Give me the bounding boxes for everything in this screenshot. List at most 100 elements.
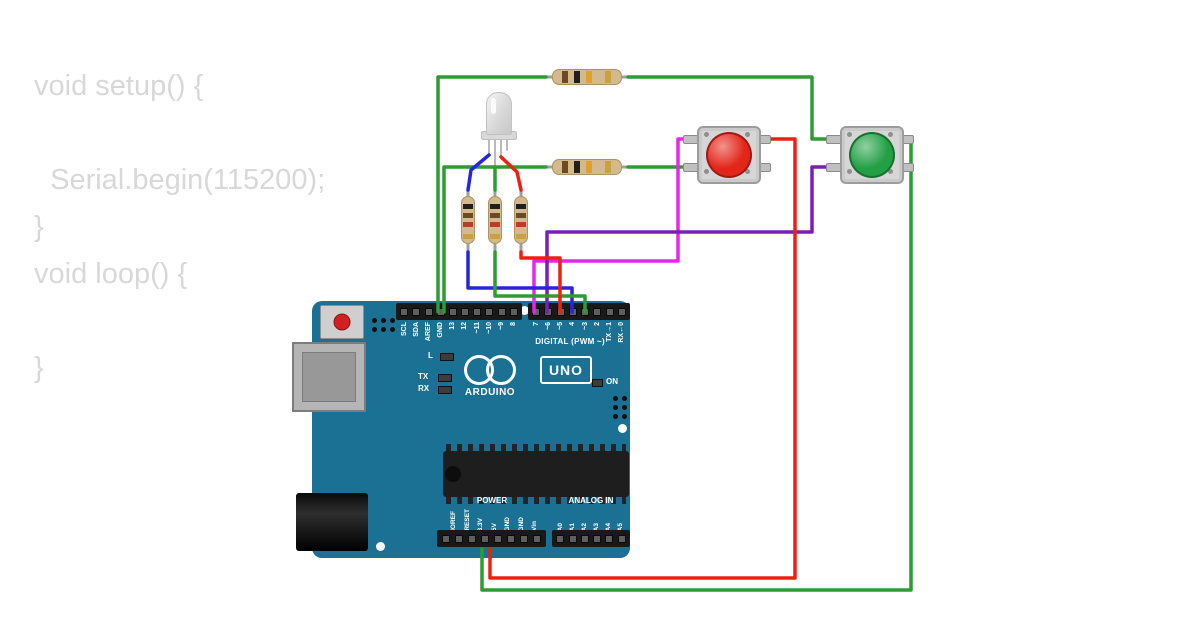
led-l-label: L [428, 351, 433, 360]
mounting-hole [618, 424, 627, 433]
led-on-label: ON [606, 377, 618, 386]
green-button-cap[interactable] [849, 132, 895, 178]
pin-hole [468, 534, 476, 543]
pushbutton-red[interactable] [683, 125, 771, 184]
resistor-band [490, 213, 500, 218]
pin-label: 7 [533, 322, 541, 326]
mounting-hole [376, 542, 385, 551]
pin-hole [593, 307, 602, 316]
resistor-vertical-blue[interactable] [461, 196, 475, 244]
rgb-led-body [486, 92, 512, 135]
code-line: void setup() { [34, 70, 204, 102]
icsp-pin [381, 327, 386, 332]
wire-led-blue-stub [466, 153, 491, 192]
pushbutton-green[interactable] [826, 125, 914, 184]
pin-hole [509, 307, 518, 316]
pin-label: IOREF [450, 511, 458, 531]
analog-header[interactable] [552, 530, 630, 547]
analog-section-label: ANALOG IN [568, 496, 614, 505]
mcu-pins-top [446, 444, 626, 451]
pin-hole [580, 534, 589, 543]
pin-label: 4 [569, 322, 577, 326]
pin-label: SCL [401, 322, 409, 336]
wire-green-button-signal [545, 165, 832, 314]
pin-hole [568, 307, 577, 316]
icsp-pin [622, 414, 627, 419]
resistor-band [574, 71, 580, 83]
pin-label: 3.3V [477, 517, 485, 531]
pin-hole [412, 307, 421, 316]
resistor-band [490, 204, 500, 209]
led-on-indicator [592, 379, 603, 387]
pin-hole [481, 534, 489, 543]
icsp-pin [613, 414, 618, 419]
code-line: } [34, 211, 44, 243]
resistor-band [605, 71, 611, 83]
button-corner-dot [704, 132, 709, 137]
pin-label: 8 [509, 322, 517, 326]
pin-label: 2 [593, 322, 601, 326]
code-line: } [34, 352, 44, 384]
icsp-pin [390, 327, 395, 332]
power-jack [296, 493, 368, 551]
resistor-vertical-red[interactable] [514, 196, 528, 244]
pin-label: SDA [413, 322, 421, 337]
pin-hole [442, 534, 450, 543]
pin-hole [400, 307, 409, 316]
power-section-label: POWER [476, 496, 508, 505]
code-line: void loop() { [34, 258, 188, 290]
icsp-pin [381, 318, 386, 323]
led-rx-label: RX [418, 384, 430, 393]
reset-button-cap[interactable] [333, 313, 351, 331]
icsp-pin [613, 396, 618, 401]
button-corner-dot [704, 169, 709, 174]
resistor-band [463, 222, 473, 227]
rgb-led-highlight [491, 98, 496, 114]
resistor-band [490, 222, 500, 227]
digital-header-right[interactable] [528, 303, 630, 320]
resistor-horizontal-2[interactable] [552, 159, 622, 175]
icsp-pin [613, 405, 618, 410]
resistor-band [562, 161, 568, 173]
red-button-cap[interactable] [706, 132, 752, 178]
pin-hole [605, 534, 614, 543]
resistor-band [516, 222, 526, 227]
pin-label: 12 [461, 322, 469, 330]
reset-button[interactable] [320, 305, 364, 339]
pin-hole [448, 307, 457, 316]
digital-pwm-label: DIGITAL (PWM ~) [535, 337, 605, 346]
pin-hole [617, 534, 626, 543]
pin-hole [497, 307, 506, 316]
pin-label: TX→1 [605, 322, 613, 342]
icsp-pin [372, 318, 377, 323]
code-line [34, 298, 325, 345]
resistor-body [552, 69, 622, 85]
icsp-pin [622, 405, 627, 410]
usb-connector [292, 342, 366, 412]
pin-label: 13 [449, 322, 457, 330]
icsp-pin [372, 327, 377, 332]
button-corner-dot [888, 132, 893, 137]
pin-hole [424, 307, 433, 316]
pin-hole [473, 307, 482, 316]
resistor-horizontal-1[interactable] [552, 69, 622, 85]
led-tx-label: TX [418, 372, 429, 381]
pin-hole [494, 534, 502, 543]
pin-label: RESET [463, 509, 471, 531]
resistor-band [463, 213, 473, 218]
rgb-led[interactable] [480, 92, 517, 142]
pin-hole [568, 534, 577, 543]
icsp-pin [622, 396, 627, 401]
icsp-header [613, 396, 627, 419]
resistor-band [463, 204, 473, 209]
digital-header-left[interactable] [396, 303, 522, 320]
resistor-body [552, 159, 622, 175]
power-header[interactable] [437, 530, 546, 547]
led-rx-indicator [438, 386, 452, 394]
resistor-vertical-green[interactable] [488, 196, 502, 244]
atmega-mcu-chip [443, 451, 629, 497]
pin-hole [455, 534, 463, 543]
pin-label: AREF [425, 322, 433, 342]
pin-label: ~11 [473, 322, 481, 334]
